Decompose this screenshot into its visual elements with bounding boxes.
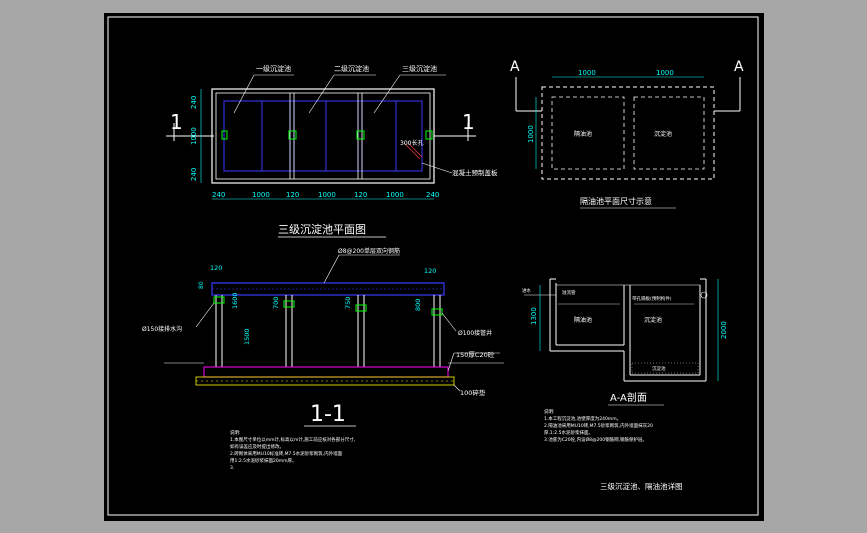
sec-dim-120-left: 120	[210, 264, 222, 272]
sec-dim-120-right: 120	[424, 267, 436, 275]
gravel-label: 100碎垫	[460, 388, 486, 397]
oil-plan-title: 隔油池平面尺寸示意	[580, 196, 652, 206]
plan-title: 三级沉淀池平面图	[278, 222, 366, 236]
sheet-title: 三级沉淀池、隔油池详图	[600, 481, 683, 491]
dim-v-240-bottom: 240	[190, 168, 198, 181]
oil-marker-right: A	[734, 59, 744, 75]
sec-dim-700: 700	[272, 297, 280, 309]
tank3-label: 三级沉淀池	[402, 64, 437, 73]
baffle-label: 混凝土预制盖板	[452, 168, 498, 177]
section-note-line: 如有误差应及时提出修改。	[230, 443, 284, 450]
sec-dim-750: 750	[344, 297, 352, 309]
oil-marker-left: A	[510, 59, 520, 75]
dim-240-right: 240	[426, 191, 439, 199]
aa-mid-label: 带孔隔板(预制构件)	[632, 295, 672, 302]
section-note-line: 说明:	[230, 429, 241, 436]
oil-dim-v-1000: 1000	[527, 125, 535, 143]
dim-240-left: 240	[212, 191, 225, 199]
tank1-label: 一级沉淀池	[256, 64, 291, 73]
section-mark-left: 1	[170, 110, 183, 134]
sec-dim-80: 80	[198, 281, 205, 289]
aa-dim-2000: 2000	[720, 321, 728, 339]
outlet-pipe-label: Ø100接管井	[458, 329, 492, 337]
dim-v-1000: 1000	[190, 127, 198, 145]
oil-left-room: 隔油池	[574, 130, 592, 138]
dim-120-b: 120	[354, 191, 367, 199]
section-note-line: 用1:2.5水泥砂浆抹面20mm厚。	[230, 457, 297, 464]
aa-note-line: 厚,1:2.5水泥砂浆抹面。	[544, 429, 593, 436]
sec-dim-800: 800	[414, 299, 422, 311]
dim-1000-a: 1000	[252, 191, 270, 199]
sec-dim-1600: 1600	[231, 292, 239, 309]
dim-1000-c: 1000	[386, 191, 404, 199]
section-1-1	[164, 254, 504, 392]
section-mark-right: 1	[462, 110, 475, 134]
section-note-line: 1.本图尺寸单位以mm计,标高以m计,施工前应核对各部分尺寸,	[230, 436, 355, 443]
dim-1000-b: 1000	[318, 191, 336, 199]
sec-dim-1500: 1500	[243, 328, 251, 345]
tank-plan	[166, 74, 476, 200]
oil-right-room: 沉淀池	[654, 130, 672, 138]
inlet-pipe-label: Ø150接排水沟	[142, 325, 182, 333]
oil-tank-plan	[515, 76, 741, 180]
section-a-a	[524, 278, 719, 382]
dim-300: 300长孔	[400, 139, 423, 147]
tank2-label: 二级沉淀池	[334, 64, 369, 73]
aa-right-room: 沉淀池	[644, 316, 662, 324]
concrete-label: 150厚C20砼	[456, 350, 495, 359]
oil-dim-1000-b: 1000	[656, 69, 674, 77]
sheet-border	[107, 16, 759, 516]
aa-bottom-label: 沉淀池	[652, 365, 666, 372]
aa-note-line: 说明:	[544, 408, 555, 415]
oil-dim-1000-a: 1000	[578, 69, 596, 77]
drawing-sheet: 一级沉淀池 二级沉淀池 三级沉淀池 1 1 300长孔 混凝土预制盖板 240 …	[104, 13, 764, 521]
section-notes: 说明: 1.本图尺寸单位以mm计,标高以m计,施工前应核对各部分尺寸, 如有误差…	[230, 429, 355, 471]
aa-dim-1300: 1300	[530, 307, 538, 325]
aa-title: A-A剖面	[610, 391, 647, 404]
cad-drawing: 一级沉淀池 二级沉淀池 三级沉淀池 1 1 300长孔 混凝土预制盖板 240 …	[107, 16, 759, 516]
dim-v-240-top: 240	[190, 96, 198, 109]
aa-note-line: 2.隔油池采用MU10砖,M7.5砂浆砌筑,内外墙面抹灰20	[544, 422, 653, 429]
dim-120-a: 120	[286, 191, 299, 199]
aa-inlet: 进水	[522, 287, 531, 294]
section-note-line: 3.	[230, 465, 234, 471]
section-note-line: 2.砖砌体采用MU10标准砖,M7.5水泥砂浆砌筑,内外墙面	[230, 450, 343, 457]
aa-left-room: 隔油池	[574, 316, 592, 324]
aa-pipe-label: 溢流管	[562, 289, 576, 296]
aa-note-line: 1.本工程沉淀池,池壁厚度为240mm。	[544, 415, 621, 422]
aa-notes: 说明: 1.本工程沉淀池,池壁厚度为240mm。 2.隔油池采用MU10砖,M7…	[544, 408, 653, 443]
section-title: 1-1	[310, 402, 346, 427]
aa-note-line: 3.池底为C20砼,内设Ø8@200钢筋网,钢筋保护层。	[544, 436, 647, 443]
rebar-note: Ø8@200单层双向钢筋	[338, 247, 400, 255]
